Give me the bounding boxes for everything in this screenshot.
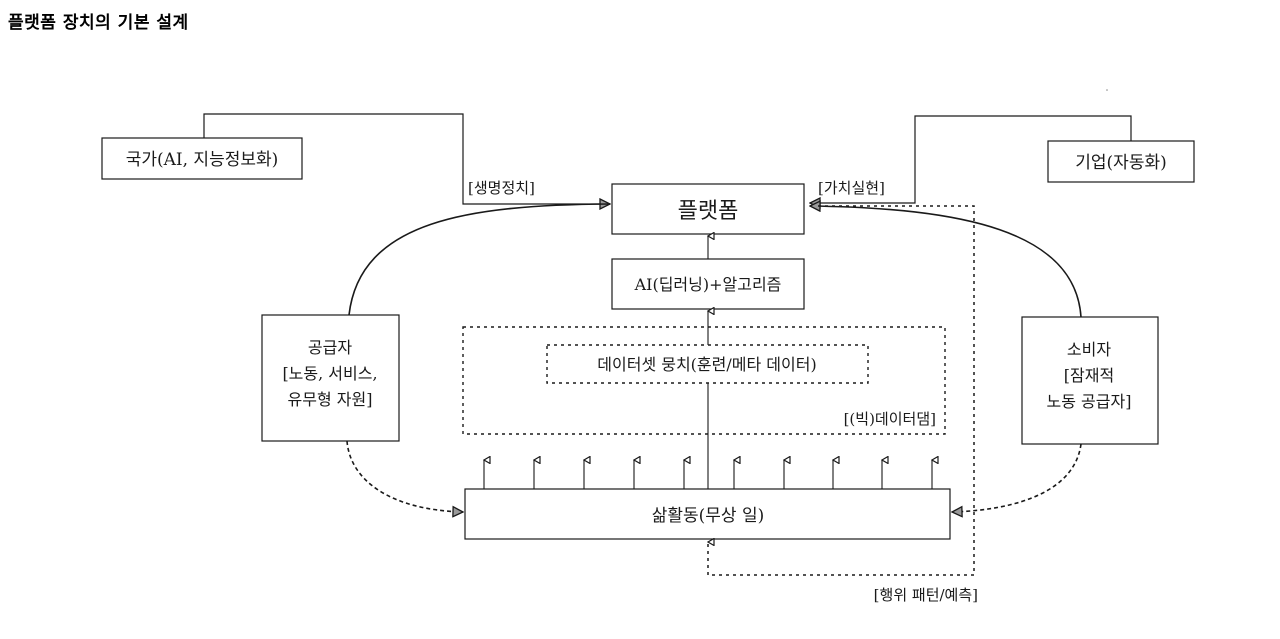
page-title: 플랫폼 장치의 기본 설계 — [8, 13, 189, 33]
data-dam-region: [(빅)데이터댐] — [462, 326, 946, 435]
corporation-to-platform-edge — [810, 115, 1132, 203]
behavior-pattern-loop — [708, 205, 975, 576]
supplier-node: 공급자 [노동, 서비스, 유무형 자원] — [261, 314, 400, 442]
platform-node-label: 플랫폼 — [678, 199, 739, 224]
data-dam-label: [(빅)데이터댐] — [844, 410, 936, 428]
consumer-node: 소비자 [잠재적 노동 공급자] — [1021, 316, 1159, 445]
ai-algorithm-node: AI(딥러닝)+알고리즘 — [611, 258, 805, 310]
biopolitics-label: [생명정치] — [468, 179, 535, 197]
life-activity-node: 삶활동(무상 일) — [464, 488, 951, 540]
dataset-node: 데이터셋 뭉치(훈련/메타 데이터) — [546, 344, 869, 384]
corporation-node: 기업(자동화) — [1047, 140, 1195, 183]
scan-speck — [1106, 89, 1108, 91]
consumer-to-life-edge — [952, 443, 1082, 512]
consumer-line-2: [잠재적 — [1064, 366, 1114, 385]
supplier-line-2: [노동, 서비스, — [282, 364, 377, 383]
supplier-line-3: 유무형 자원] — [288, 390, 373, 409]
behavior-pattern-label: [행위 패턴/예측] — [874, 586, 978, 604]
data-upload-arrows — [484, 460, 932, 489]
state-node-label: 국가(AI, 지능정보화) — [126, 150, 279, 170]
consumer-line-1: 소비자 — [1067, 340, 1111, 359]
platform-node: 플랫폼 — [611, 183, 805, 235]
value-realization-label: [가치실현] — [818, 179, 885, 197]
supplier-to-life-edge — [346, 440, 463, 512]
ai-algorithm-node-label: AI(딥러닝)+알고리즘 — [634, 275, 782, 294]
supplier-line-1: 공급자 — [308, 338, 352, 357]
supplier-to-platform-curve — [348, 203, 611, 316]
dataset-node-label: 데이터셋 뭉치(훈련/메타 데이터) — [597, 355, 816, 374]
consumer-line-3: 노동 공급자] — [1047, 392, 1132, 411]
life-activity-node-label: 삶활동(무상 일) — [652, 506, 765, 526]
state-to-platform-edge — [203, 113, 610, 204]
consumer-to-platform-curve — [810, 206, 1082, 318]
corporation-node-label: 기업(자동화) — [1075, 153, 1166, 173]
state-node: 국가(AI, 지능정보화) — [101, 137, 303, 180]
